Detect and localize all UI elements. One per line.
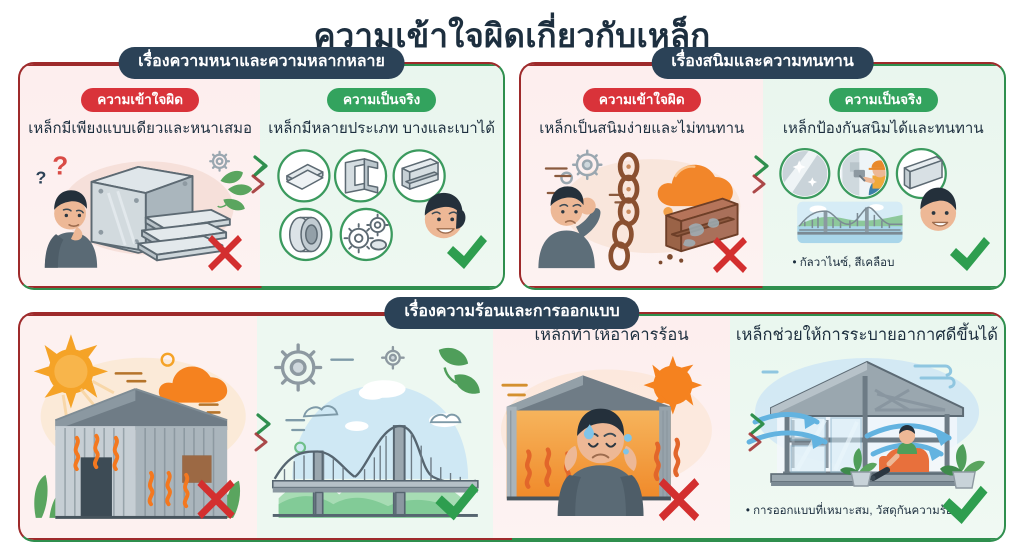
illustration-ventilated-house — [736, 350, 998, 500]
red-cross-mark — [654, 471, 704, 526]
card-rust-fact-panel: ความเป็นจริง เหล็กป้องกันสนิมได้และทนทาน — [762, 64, 1004, 288]
myth-claim: เหล็กมีเพียงแบบเดียวและหนาเสมอ — [28, 120, 253, 137]
fact-claim: เหล็กมีหลายประเภท บางและเบาได้ — [268, 120, 495, 137]
svg-text:?: ? — [35, 168, 46, 188]
myth-badge: ความเข้าใจผิด — [582, 88, 701, 112]
card-thickness: เรื่องความหนาและความหลากหลาย ความเข้าใจผ… — [18, 47, 505, 290]
shiny-surface-icon — [778, 148, 830, 200]
h-beam-icon — [392, 149, 447, 203]
panel-hot-warehouse — [20, 314, 257, 540]
green-check-mark — [938, 481, 992, 536]
card-rust-ribbon: เรื่องสนิมและความทนทาน — [651, 47, 874, 79]
question-marks-icon: ? ? — [35, 150, 68, 187]
gears-icon — [339, 207, 394, 262]
myth-badge: ความเข้าใจผิด — [81, 88, 199, 112]
rust-flakes — [658, 254, 684, 265]
panel-steel-bridge — [256, 314, 494, 540]
red-cross-mark — [204, 229, 246, 276]
fact-claim-heat: เหล็กช่วยให้การระบายอากาศดีขึ้นได้ — [735, 326, 998, 344]
steel-sheets-icon — [277, 149, 331, 203]
red-cross-mark — [709, 231, 751, 278]
gear-icon — [273, 343, 322, 392]
fact-badge: ความเป็นจริง — [327, 88, 437, 112]
bridge-photo-icon — [796, 201, 903, 244]
cards-row-bottom: เรื่องความร้อนและการออกแบบ — [18, 297, 1006, 542]
leaves-icon — [438, 347, 480, 394]
worried-person-icon — [538, 186, 601, 269]
card-heat-ribbon: เรื่องความร้อนและการออกแบบ — [384, 297, 640, 329]
svg-text:?: ? — [52, 150, 68, 180]
green-check-mark — [431, 479, 483, 532]
card-thickness-fact-panel: ความเป็นจริง เหล็กมีหลายประเภท บางและเบา… — [260, 64, 503, 288]
panel-ventilated-house: เหล็กช่วยให้การระบายอากาศดีขึ้นได้ — [729, 314, 1004, 540]
green-check-mark — [443, 231, 491, 280]
painter-icon — [837, 148, 889, 200]
small-gear-icon — [380, 345, 405, 370]
card-thickness-ribbon: เรื่องความหนาและความหลากหลาย — [118, 47, 405, 79]
fact-claim: เหล็กป้องกันสนิมได้และทนทาน — [782, 120, 984, 137]
motion-lines-icon — [501, 383, 529, 397]
cards-row-top: เรื่องความหนาและความหลากหลาย ความเข้าใจผ… — [18, 47, 1006, 290]
card-rust: เรื่องสนิมและความทนทาน ความเข้าใจผิด เหล… — [519, 47, 1006, 290]
myth-claim: เหล็กเป็นสนิมง่ายและไม่ทนทาน — [539, 120, 745, 137]
green-check-mark — [946, 233, 994, 282]
gear-icon — [209, 150, 231, 172]
panel-overheated-person: เหล็กทำให้อาคารร้อน — [493, 314, 730, 540]
card-rust-myth-panel: ความเข้าใจผิด เหล็กเป็นสนิมง่ายและไม่ทนท… — [521, 64, 763, 288]
fact-badge: ความเป็นจริง — [828, 88, 938, 112]
i-beam-icon — [334, 149, 388, 203]
cards-container: เรื่องความหนาและความหลากหลาย ความเข้าใจผ… — [0, 47, 1024, 542]
smiling-person-icon — [919, 187, 956, 231]
red-cross-mark — [193, 473, 239, 524]
card-thickness-myth-panel: ความเข้าใจผิด เหล็กมีเพียงแบบเดียวและหนา… — [20, 64, 261, 288]
steel-coil-icon — [279, 207, 333, 262]
card-heat: เรื่องความร้อนและการออกแบบ — [18, 297, 1006, 542]
